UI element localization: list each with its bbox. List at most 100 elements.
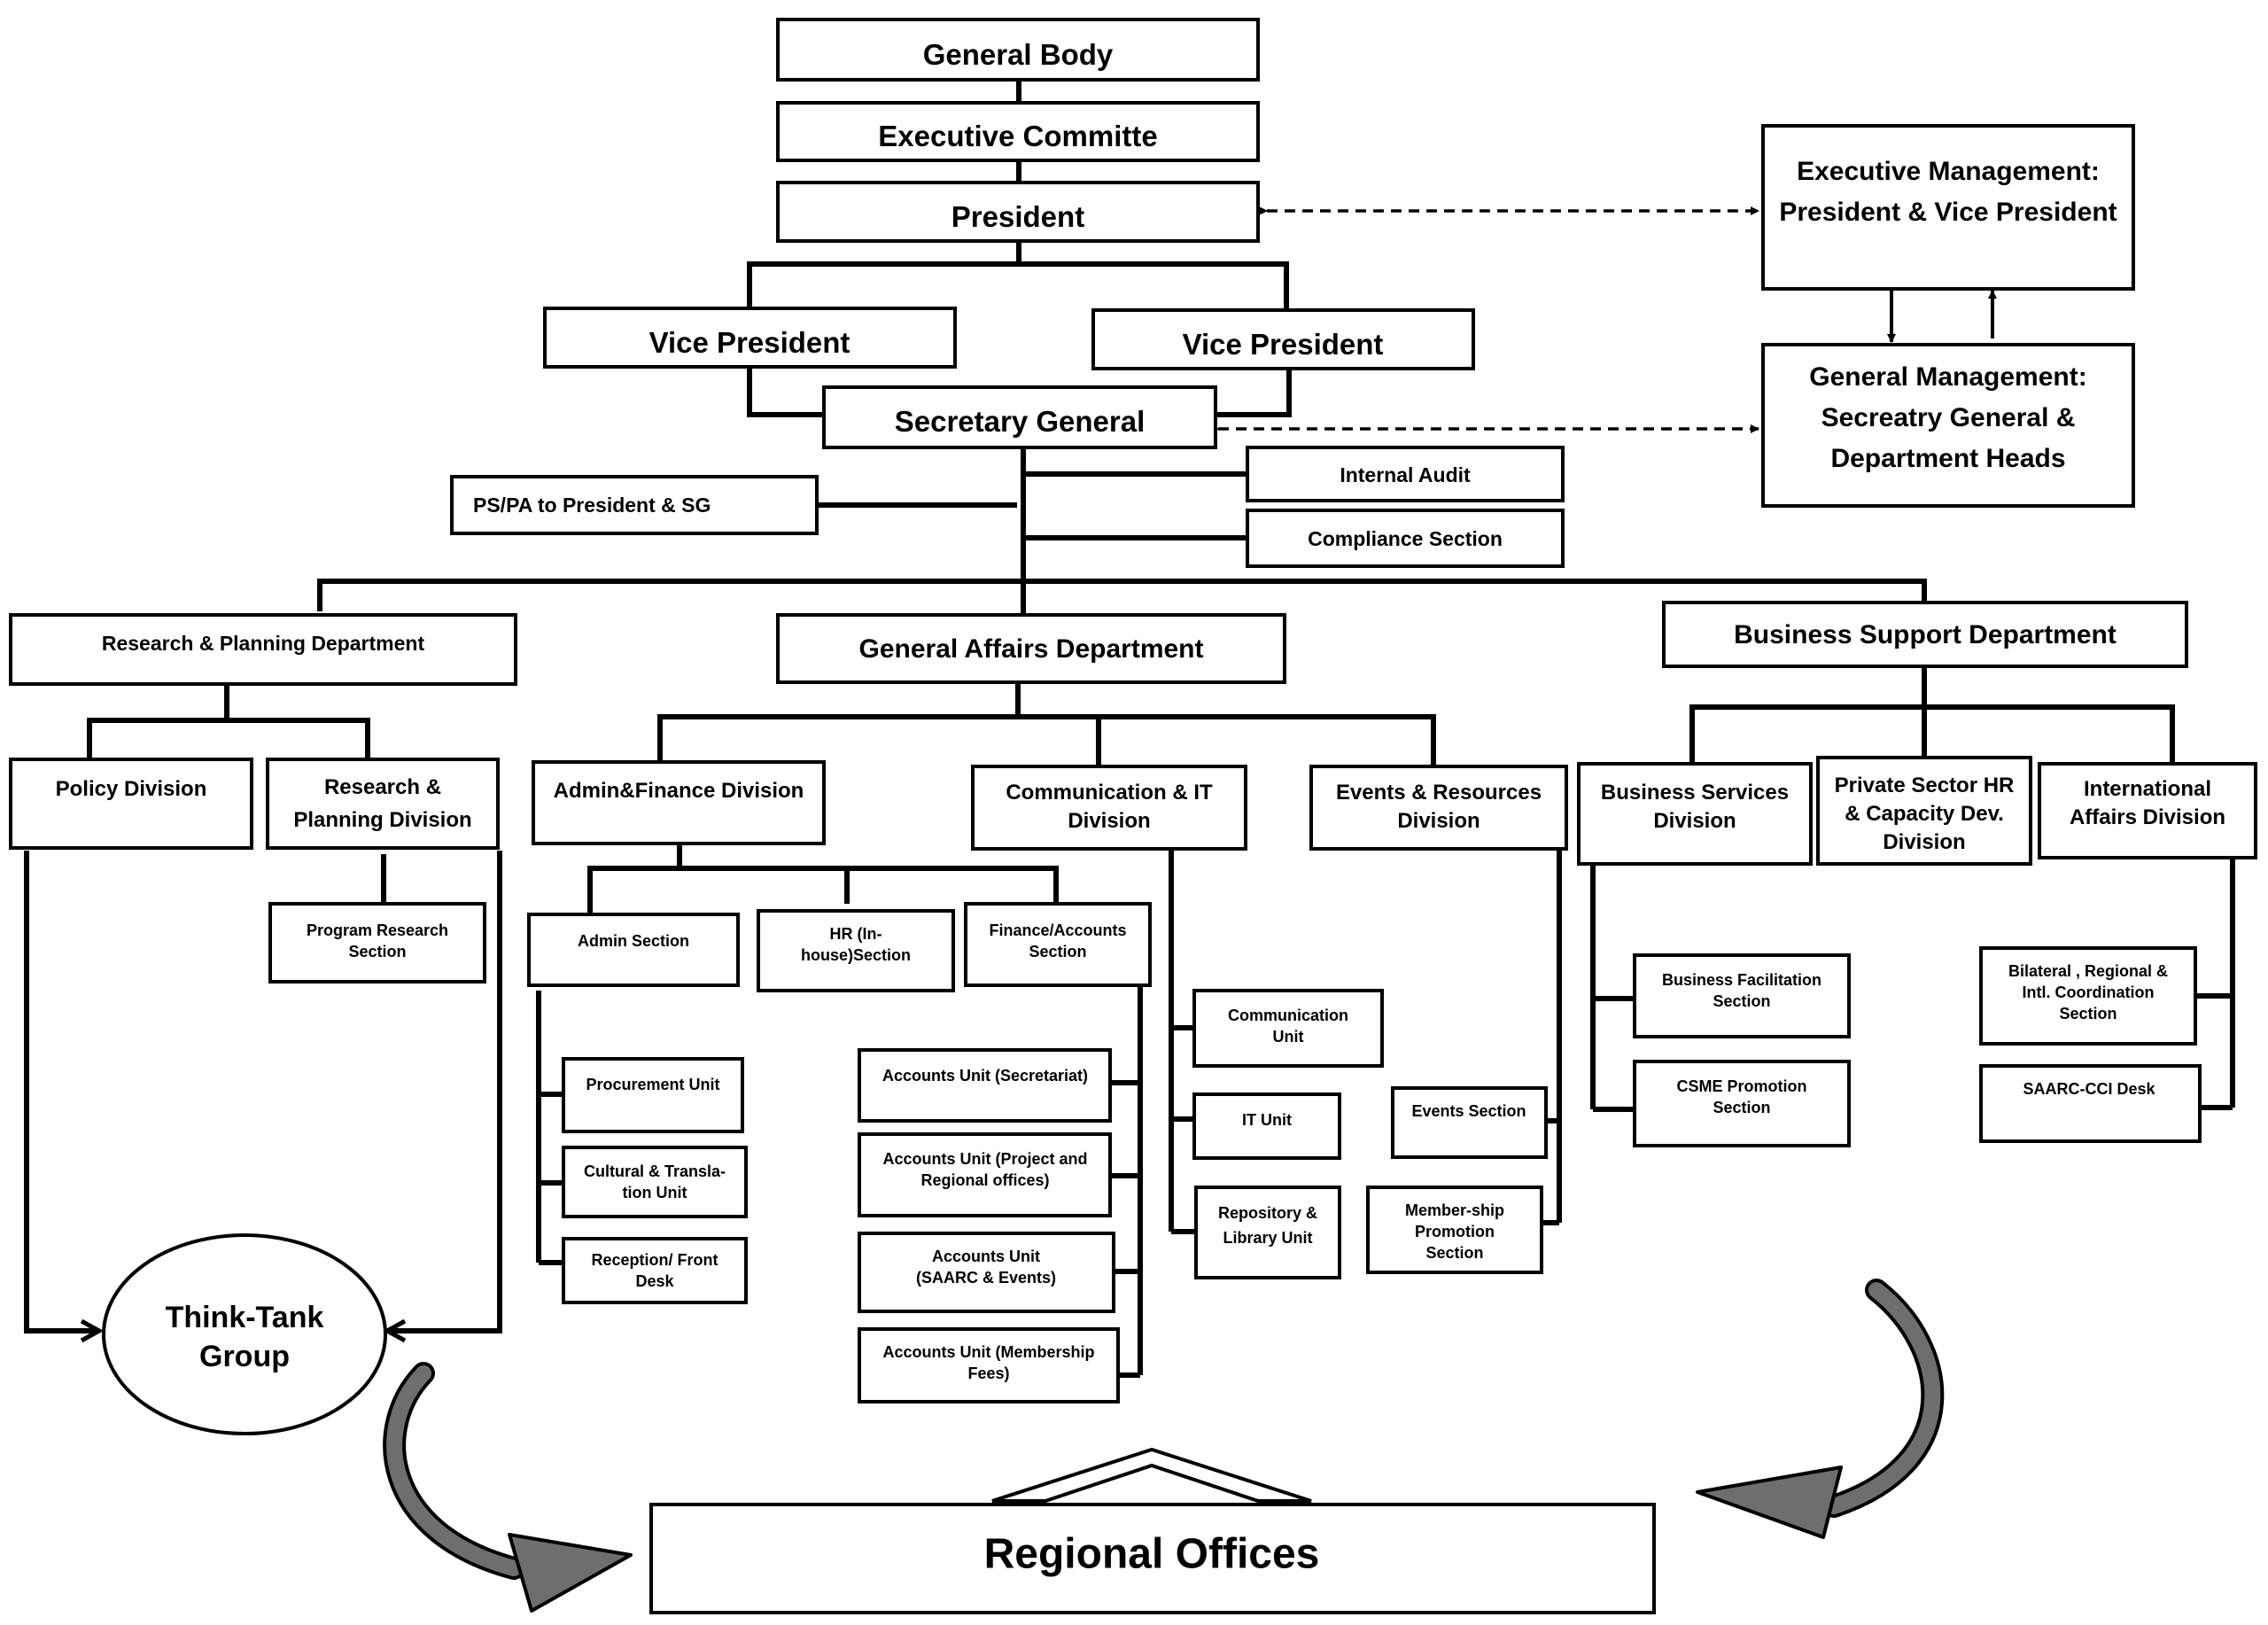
- node-executive-management: Executive Management: President & Vice P…: [1761, 124, 2135, 291]
- node-label: Finance/Accounts: [989, 921, 1126, 939]
- node-label: Accounts Unit (Project and: [882, 1150, 1087, 1168]
- node-label: President: [951, 200, 1084, 233]
- node-label: Library Unit: [1223, 1229, 1312, 1247]
- node-policy-division: Policy Division: [9, 758, 253, 850]
- node-label: Private Sector HR: [1835, 774, 2015, 797]
- node-label: tion Unit: [623, 1184, 687, 1201]
- node-label: Desk: [635, 1272, 674, 1290]
- node-label: Section: [348, 943, 406, 960]
- connectors: [24, 80, 2235, 1378]
- node-label: Admin Section: [578, 932, 689, 950]
- node-label: SAARC-CCI Desk: [2023, 1080, 2155, 1098]
- node-events-resources-division: Events & Resources Division: [1309, 765, 1568, 851]
- node-label: General Body: [923, 38, 1114, 71]
- node-label: Compliance Section: [1308, 527, 1503, 550]
- node-label: Repository &: [1218, 1204, 1317, 1222]
- node-label: Vice President: [649, 326, 850, 359]
- node-business-facilitation-section: Business Facilitation Section: [1633, 953, 1851, 1038]
- node-label: Section: [1713, 1099, 1770, 1116]
- node-general-affairs-department: General Affairs Department: [776, 613, 1286, 684]
- node-label: Regional offices): [920, 1171, 1049, 1189]
- node-ps-pa: PS/PA to President & SG: [450, 475, 819, 535]
- node-finance-accounts-section: Finance/Accounts Section: [964, 902, 1152, 987]
- node-research-planning-department: Research & Planning Department: [9, 613, 517, 686]
- node-label: Planning Division: [293, 808, 471, 832]
- node-label: International: [2084, 777, 2211, 801]
- node-vice-president-right: Vice President: [1091, 308, 1475, 370]
- node-business-support-department: Business Support Department: [1662, 601, 2188, 668]
- node-label: Communication & IT: [1006, 781, 1213, 805]
- node-executive-committee: Executive Committe: [776, 101, 1260, 162]
- node-international-affairs-division: International Affairs Division: [2038, 762, 2257, 859]
- node-label: Secreatry General &: [1821, 403, 2076, 432]
- node-vice-president-left: Vice President: [543, 307, 957, 369]
- node-label: Bilateral , Regional &: [2008, 962, 2168, 980]
- node-compliance-section: Compliance Section: [1246, 509, 1565, 568]
- node-label: (SAARC & Events): [916, 1269, 1056, 1287]
- node-reception-front-desk: Reception/ Front Desk: [562, 1237, 748, 1304]
- node-label: Program Research: [307, 921, 448, 939]
- node-label: Division: [1883, 830, 1965, 854]
- node-label: General Management:: [1809, 362, 2086, 392]
- node-label: Business Facilitation: [1662, 971, 1821, 989]
- node-label: Research & Planning Department: [102, 632, 425, 655]
- node-label: Section: [1713, 992, 1770, 1010]
- node-label: Internal Audit: [1340, 463, 1471, 486]
- node-accounts-secretariat: Accounts Unit (Secretariat): [858, 1048, 1112, 1123]
- node-think-tank-group: Think-Tank Group: [102, 1233, 387, 1435]
- node-label: Admin&Finance Division: [554, 779, 804, 803]
- node-business-services-division: Business Services Division: [1577, 762, 1813, 866]
- node-label: Executive Committe: [878, 120, 1157, 152]
- node-label: Secretary General: [895, 405, 1146, 438]
- curved-arrow-left-icon: [383, 1362, 633, 1613]
- node-accounts-membership: Accounts Unit (Membership Fees): [858, 1327, 1120, 1403]
- node-communication-unit: Communication Unit: [1192, 989, 1384, 1068]
- node-admin-section: Admin Section: [527, 913, 740, 987]
- node-label: Division: [1397, 809, 1480, 833]
- node-label: Unit: [1273, 1028, 1304, 1046]
- node-admin-finance-division: Admin&Finance Division: [532, 760, 826, 845]
- node-membership-promotion-section: Member-ship Promotion Section: [1366, 1186, 1543, 1274]
- node-label: IT Unit: [1242, 1111, 1292, 1129]
- node-label: Member-ship: [1405, 1201, 1504, 1219]
- node-private-sector-division: Private Sector HR & Capacity Dev. Divisi…: [1816, 756, 2032, 866]
- node-program-research-section: Program Research Section: [268, 902, 486, 984]
- node-general-body: General Body: [776, 18, 1260, 82]
- node-label: Business Services: [1601, 781, 1789, 805]
- node-label: Section: [1029, 943, 1086, 960]
- node-procurement-unit: Procurement Unit: [562, 1057, 744, 1133]
- node-regional-offices: Regional Offices: [649, 1447, 1656, 1614]
- node-label: Events & Resources: [1336, 781, 1542, 805]
- curved-arrows: [383, 1279, 1945, 1613]
- node-cultural-translation-unit: Cultural & Transla- tion Unit: [562, 1146, 748, 1218]
- node-label: Promotion: [1415, 1223, 1495, 1240]
- node-label: Communication: [1228, 1007, 1348, 1024]
- node-label: Think-Tank: [166, 1301, 324, 1334]
- node-label: PS/PA to President & SG: [473, 494, 711, 517]
- node-label: Regional Offices: [984, 1531, 1320, 1578]
- node-secretary-general: Secretary General: [822, 385, 1217, 449]
- curved-arrow-right-icon: [1696, 1279, 1945, 1539]
- node-internal-audit: Internal Audit: [1246, 446, 1565, 502]
- node-communication-it-division: Communication & IT Division: [971, 765, 1247, 851]
- node-label: Accounts Unit: [932, 1248, 1040, 1265]
- node-label: Section: [2059, 1005, 2117, 1022]
- node-label: General Affairs Department: [858, 634, 1203, 664]
- node-accounts-project: Accounts Unit (Project and Regional offi…: [858, 1132, 1112, 1217]
- node-label: Business Support Department: [1734, 620, 2117, 649]
- node-bilateral-section: Bilateral , Regional & Intl. Coordinatio…: [1979, 946, 2197, 1046]
- node-accounts-saarc: Accounts Unit (SAARC & Events): [858, 1232, 1115, 1313]
- node-hr-section: HR (In- house)Section: [757, 909, 955, 992]
- node-it-unit: IT Unit: [1192, 1092, 1341, 1160]
- node-label: Cultural & Transla-: [584, 1162, 726, 1180]
- node-label: Division: [1653, 809, 1736, 833]
- node-research-planning-division: Research & Planning Division: [266, 758, 500, 850]
- node-saarc-cci-desk: SAARC-CCI Desk: [1979, 1064, 2202, 1143]
- node-events-section: Events Section: [1391, 1086, 1548, 1159]
- node-label: Accounts Unit (Membership: [882, 1343, 1094, 1361]
- node-president: President: [776, 181, 1260, 243]
- node-label: Department Heads: [1830, 444, 2065, 473]
- node-label: Group: [199, 1340, 290, 1373]
- node-label: house)Section: [801, 946, 911, 964]
